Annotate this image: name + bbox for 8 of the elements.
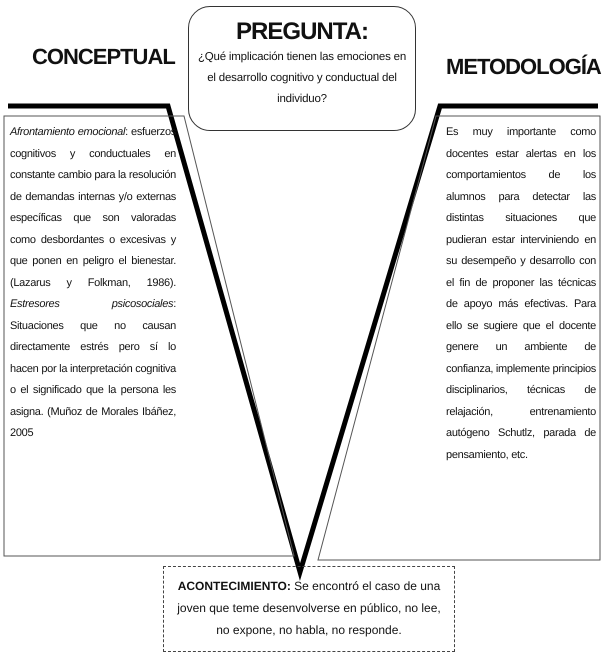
- section-text: Es muy importante como docentes estar alertas en los comportamientos de los alumnos para detectar las distintas situaciones que pudieran estar interviniendo en su desempeño y desarrollo con el fin de proponer las técnicas de apoyo más efectivas. Para ello se sugiere que el docente genere un ambiente de confianza, implemente principios disciplinarios, técnicas de relajación, entrenamiento autógeno Schutlz, parada de pensamiento, etc.: [446, 125, 596, 462]
- question-box: [188, 6, 416, 131]
- section-heading: METODOLOGÍA: [446, 54, 601, 80]
- section-heading: CONCEPTUAL: [32, 44, 175, 70]
- event-box: [163, 566, 455, 652]
- question-text: ¿Qué implicación tienen las emociones en el desarrollo cognitivo y conductual del individuo?: [197, 50, 407, 107]
- event-text: ACONTECIMIENTO: Se encontró el caso de una joven que teme desenvolverse en público, no lee, no expone, no habla, no responde.: [176, 578, 442, 639]
- question-heading: PREGUNTA:: [235, 17, 369, 47]
